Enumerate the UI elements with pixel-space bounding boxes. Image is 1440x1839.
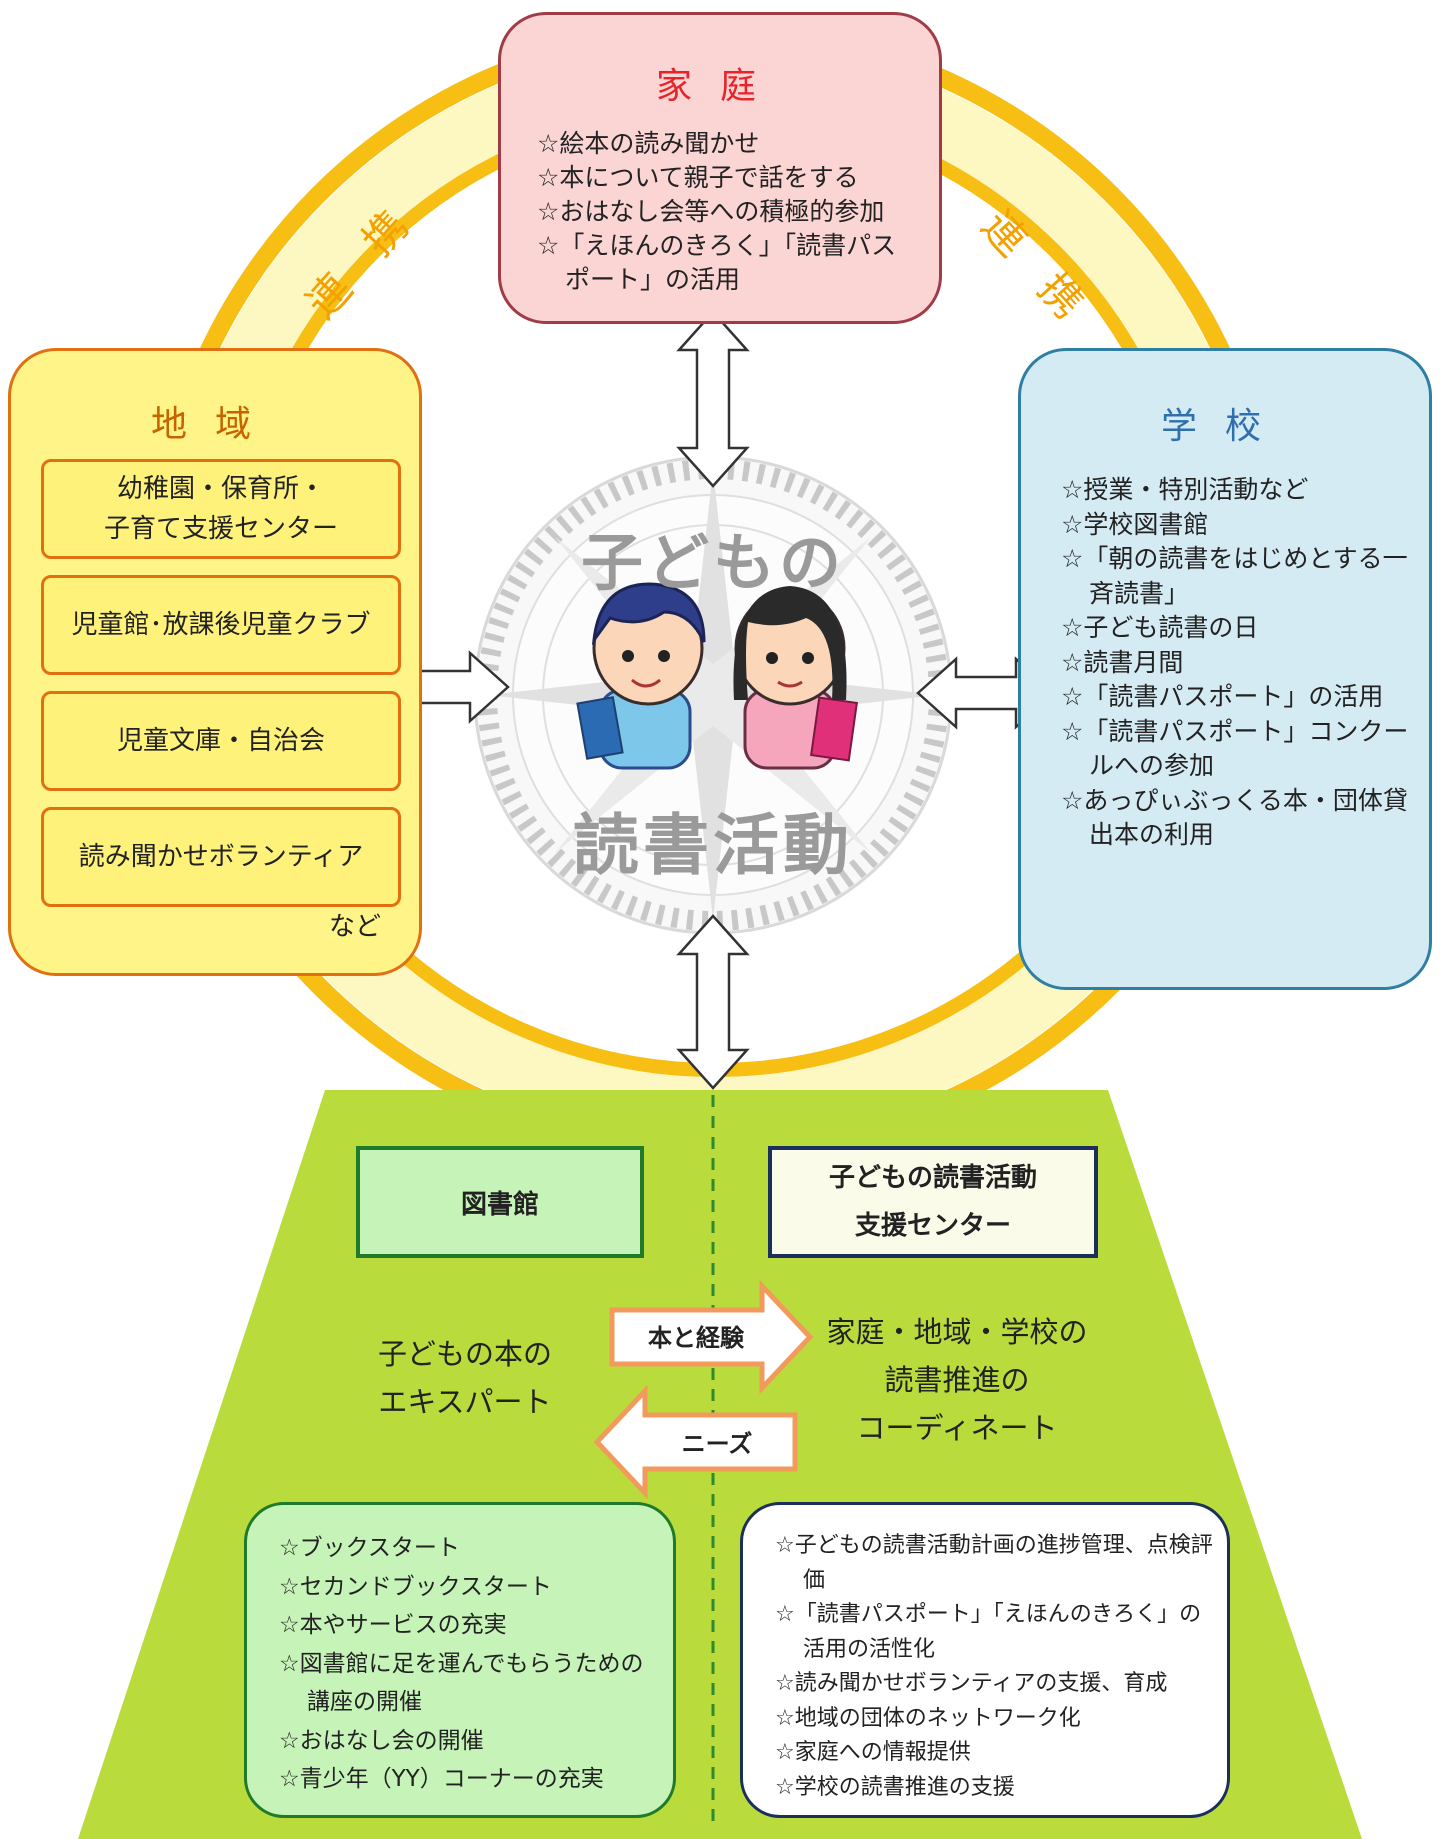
forward-flow-arrow (609, 1279, 814, 1395)
list-item: ☆「えほんのきろく」「読書パスポート」の活用 (537, 231, 897, 294)
list-item: ☆子どもの読書活動計画の進捗管理、点検評価 (775, 1533, 1213, 1593)
center-title-bottom: 読書活動 (573, 807, 853, 884)
community-etc: など (328, 912, 381, 942)
community-title: 地域 (150, 404, 279, 445)
list-item: ☆あっぴぃぶっくる本・団体貸出本の利用 (1061, 785, 1408, 850)
library-list: ☆ブックスタート ☆セカンドブックスタート ☆本やサービスの充実 ☆図書館に足を… (279, 1529, 659, 1799)
list-item: ☆おはなし会等への積極的参加 (537, 197, 885, 226)
support-center-list: ☆子どもの読書活動計画の進捗管理、点検評価 ☆「読書パスポート」「えほんのきろく… (775, 1529, 1215, 1805)
community-item: 児童館･放課後児童クラブ (41, 575, 401, 675)
arrow-home-center (676, 310, 750, 488)
list-item: ☆絵本の読み聞かせ (537, 129, 760, 158)
library-services-box: ☆ブックスタート ☆セカンドブックスタート ☆本やサービスの充実 ☆図書館に足を… (244, 1502, 676, 1818)
list-item: ☆「朝の読書をはじめとする一斉読書」 (1061, 544, 1408, 608)
community-item: 児童文庫・自治会 (41, 691, 401, 791)
library-title: 図書館 (460, 1189, 539, 1220)
school-list: ☆授業・特別活動など ☆学校図書館 ☆「朝の読書をはじめとする一斉読書」 ☆子ど… (1061, 473, 1411, 853)
community-item: 読み聞かせボランティア (41, 807, 401, 907)
children-reading-icon (576, 582, 858, 770)
support-center-services-box: ☆子どもの読書活動計画の進捗管理、点検評価 ☆「読書パスポート」「えほんのきろく… (740, 1502, 1230, 1818)
forward-flow-label: 本と経験 (648, 1324, 744, 1352)
list-item: ☆学校の読書推進の支援 (775, 1774, 1015, 1800)
center-title-top: 子どもの (580, 526, 845, 599)
support-center-description: 家庭・地域・学校の 読書推進の コーディネート (826, 1315, 1088, 1445)
list-item: ☆ブックスタート (279, 1535, 460, 1561)
home-list: ☆絵本の読み聞かせ ☆本について親子で話をする ☆おはなし会等への積極的参加 ☆… (537, 127, 917, 297)
library-title-box: 図書館 (356, 1146, 644, 1258)
arrow-center-library (676, 914, 750, 1090)
list-item: ☆読書月間 (1061, 647, 1184, 677)
backward-flow-arrow (593, 1384, 798, 1500)
list-item: ☆セカンドブックスタート (279, 1573, 552, 1600)
community-item: 幼稚園・保育所・ 子育て支援センター (41, 459, 401, 559)
list-item: ☆「読書パスポート」の活用 (1061, 682, 1384, 711)
list-item: ☆学校図書館 (1061, 509, 1209, 539)
list-item: ☆地域の団体のネットワーク化 (775, 1705, 1081, 1731)
list-item: ☆家庭への情報提供 (775, 1740, 971, 1765)
support-center-title-box: 子どもの読書活動 支援センター (768, 1146, 1098, 1258)
list-item: ☆子ども読書の日 (1061, 613, 1259, 642)
library-description: 子どもの本の エキスパート (377, 1337, 552, 1419)
home-box: 家庭 ☆絵本の読み聞かせ ☆本について親子で話をする ☆おはなし会等への積極的参… (498, 12, 942, 324)
list-item: ☆図書館に足を運んでもらうための講座の開催 (279, 1650, 644, 1716)
list-item: ☆本について親子で話をする (537, 163, 859, 192)
list-item: ☆授業・特別活動など (1061, 475, 1309, 504)
school-title: 学校 (1160, 406, 1289, 447)
support-center-title: 子どもの読書活動 支援センター (828, 1163, 1037, 1241)
community-box: 地域 幼稚園・保育所・ 子育て支援センター 児童館･放課後児童クラブ 児童文庫・… (8, 348, 422, 976)
list-item: ☆本やサービスの充実 (279, 1612, 507, 1638)
backward-flow-label: ニーズ (681, 1430, 753, 1458)
list-item: ☆青少年（YY）コーナーの充実 (279, 1766, 604, 1792)
list-item: ☆「読書パスポート」コンクールへの参加 (1061, 716, 1409, 781)
list-item: ☆読み聞かせボランティアの支援、育成 (775, 1671, 1168, 1696)
list-item: ☆「読書パスポート」「えほんのきろく」の活用の活性化 (775, 1602, 1202, 1662)
home-title: 家庭 (655, 66, 784, 107)
list-item: ☆おはなし会の開催 (279, 1727, 484, 1754)
school-box: 学校 ☆授業・特別活動など ☆学校図書館 ☆「朝の読書をはじめとする一斉読書」 … (1018, 348, 1432, 990)
